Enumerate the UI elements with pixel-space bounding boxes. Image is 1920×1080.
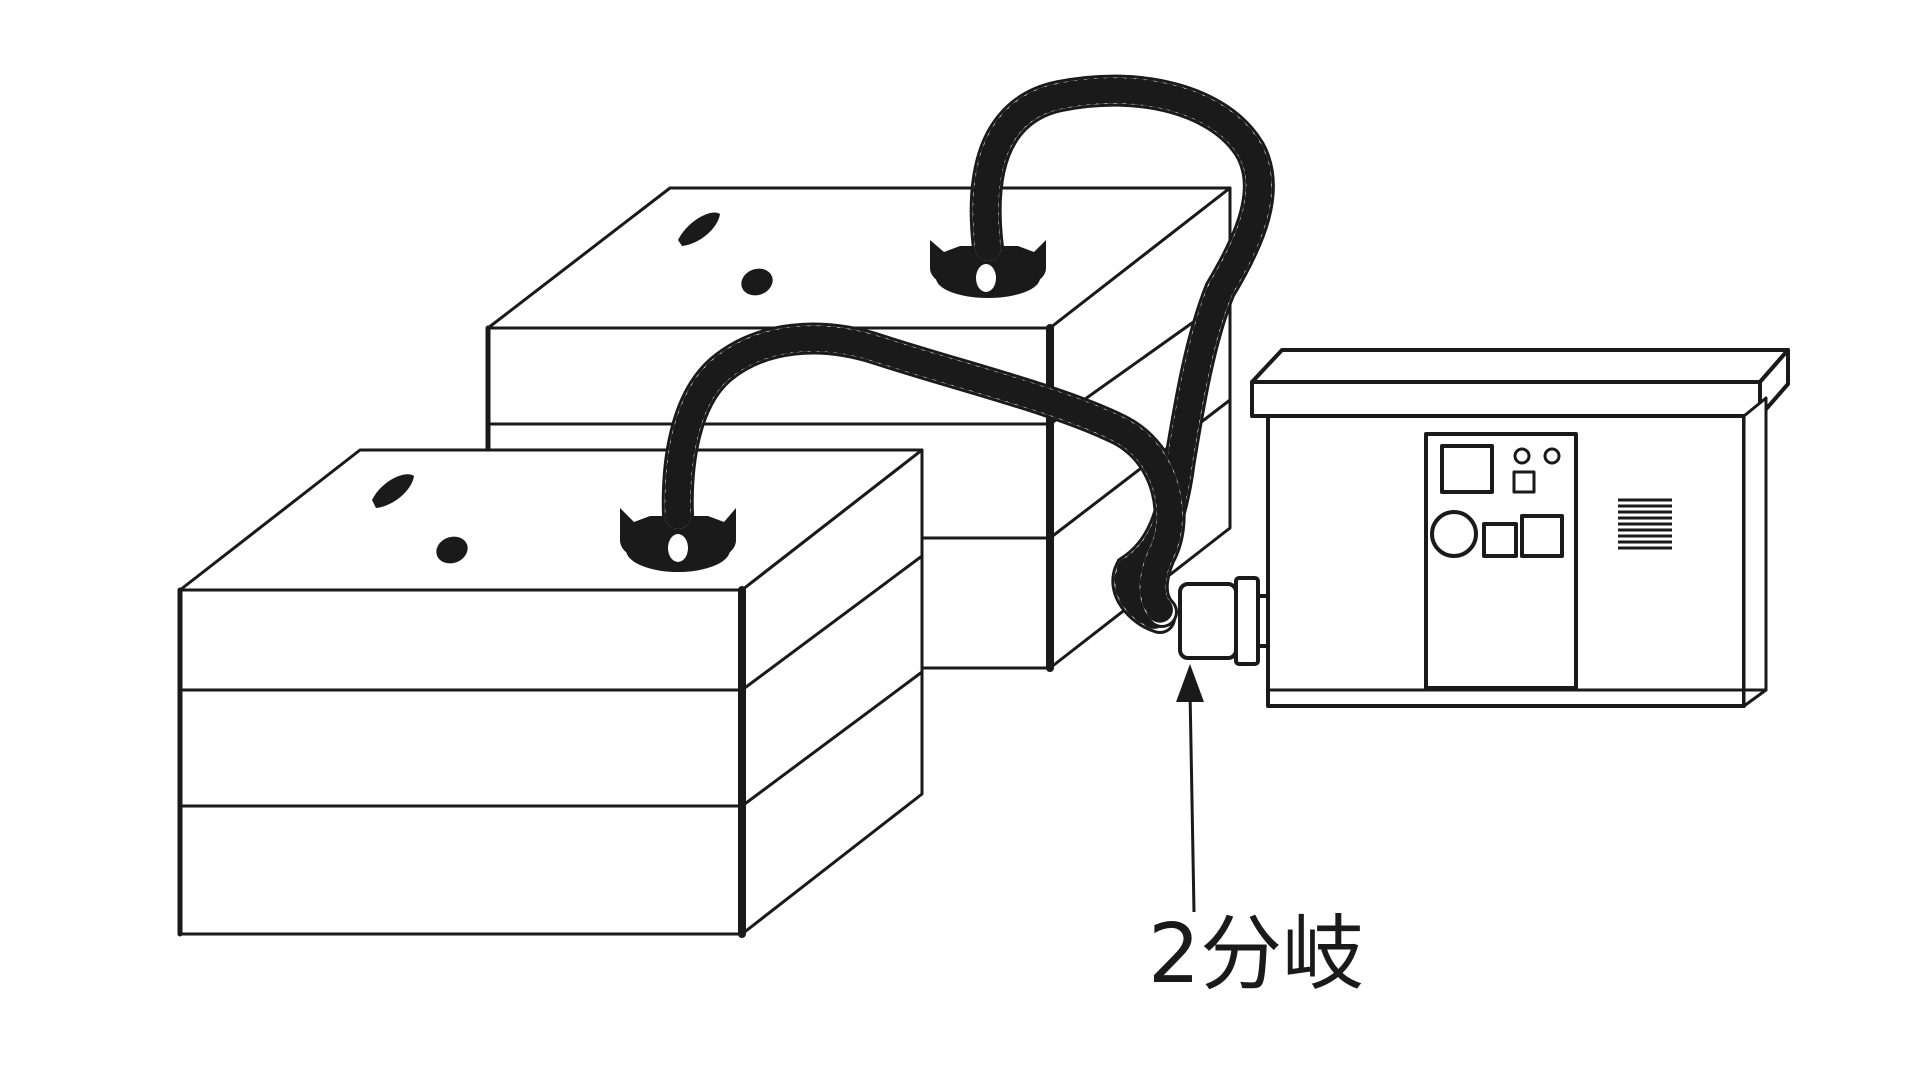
- machine-unit: [1250, 348, 1790, 708]
- branch-label: 2分岐: [1148, 907, 1364, 1002]
- hose-connector: [930, 240, 1046, 298]
- vent-grille: [1618, 498, 1672, 550]
- flexible-hoses: [661, 74, 1275, 634]
- arrow-head-icon: [1176, 664, 1204, 702]
- top-hole: [436, 536, 468, 564]
- branch-callout: 2分岐: [1148, 664, 1364, 1002]
- top-hole: [741, 268, 773, 296]
- top-hole: [678, 212, 720, 246]
- control-panel: [1424, 432, 1578, 690]
- top-hole: [372, 474, 414, 508]
- hose-connector: [620, 508, 736, 572]
- front-storage-box: [177, 448, 924, 938]
- two-way-branch-fitting: [1178, 576, 1274, 666]
